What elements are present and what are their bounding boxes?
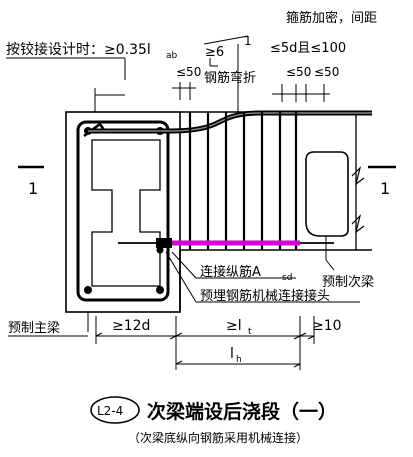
svg-text:钢筋弯折: 钢筋弯折 xyxy=(204,70,256,86)
svg-text:箍筋加密，间距: 箍筋加密，间距 xyxy=(286,10,377,26)
svg-text:≥l: ≥l xyxy=(226,318,242,334)
svg-text:h: h xyxy=(236,355,242,365)
spacing-50-right: ≤50 ≤50 xyxy=(272,65,339,102)
svg-text:预制次梁: 预制次梁 xyxy=(322,274,374,290)
precast-secondary-label: 预制次梁 xyxy=(322,236,374,290)
dimension-row: ≥12d ≥l t ≥10 l h xyxy=(95,316,342,370)
svg-text:按铰接设计时：≥0.35l: 按铰接设计时：≥0.35l xyxy=(6,41,151,58)
spacing-50-left: ≤50 xyxy=(172,65,201,100)
svg-text:≥12d: ≥12d xyxy=(112,318,150,334)
caption-title: 次梁端设后浇段（一） xyxy=(147,400,337,423)
precast-main-beam xyxy=(65,111,181,313)
connect-bar-label: 连接纵筋A sd xyxy=(171,251,296,283)
svg-text:连接纵筋A: 连接纵筋A xyxy=(200,264,261,280)
svg-text:l: l xyxy=(230,346,234,362)
coupler-label: 预埋钢筋机械连接接头 xyxy=(165,251,360,304)
section-marker-left: 1 xyxy=(18,165,44,198)
caption-subtitle: （次梁底纵向钢筋采用机械连接） xyxy=(128,430,308,445)
svg-text:1: 1 xyxy=(244,34,252,48)
svg-text:1: 1 xyxy=(28,179,38,198)
bent-bar-annotation: 钢筋弯折 xyxy=(204,70,256,86)
top-longitudinal-bar xyxy=(88,110,372,134)
svg-text:≤50: ≤50 xyxy=(176,65,201,79)
svg-text:≤50: ≤50 xyxy=(286,65,311,79)
section-marker-right: 1 xyxy=(368,165,396,198)
svg-text:≥6: ≥6 xyxy=(205,45,224,60)
bottom-bar xyxy=(118,238,334,248)
svg-text:预制主梁: 预制主梁 xyxy=(8,321,60,336)
slope-annotation: ≥6 1 xyxy=(203,34,252,114)
svg-text:预埋钢筋机械连接接头: 预埋钢筋机械连接接头 xyxy=(200,288,330,304)
svg-text:ab: ab xyxy=(166,51,178,61)
stirrup-spacing-annotation: 箍筋加密，间距 ≤5d且≤100 xyxy=(270,10,377,56)
svg-text:≤50: ≤50 xyxy=(314,65,339,79)
caption-badge xyxy=(90,396,140,424)
svg-text:1: 1 xyxy=(380,179,390,198)
svg-text:sd: sd xyxy=(282,273,292,283)
caption: L2-4 次梁端设后浇段（一） （次梁底纵向钢筋采用机械连接） xyxy=(90,396,337,445)
svg-text:≥10: ≥10 xyxy=(312,318,342,334)
hinge-design-annotation: 按铰接设计时：≥0.35l ab xyxy=(6,41,178,112)
caption-badge-text: L2-4 xyxy=(97,404,123,418)
svg-text:≤5d且≤100: ≤5d且≤100 xyxy=(270,41,346,56)
precast-main-label: 预制主梁 xyxy=(8,312,89,337)
svg-text:t: t xyxy=(248,327,252,337)
stirrups xyxy=(188,112,298,250)
